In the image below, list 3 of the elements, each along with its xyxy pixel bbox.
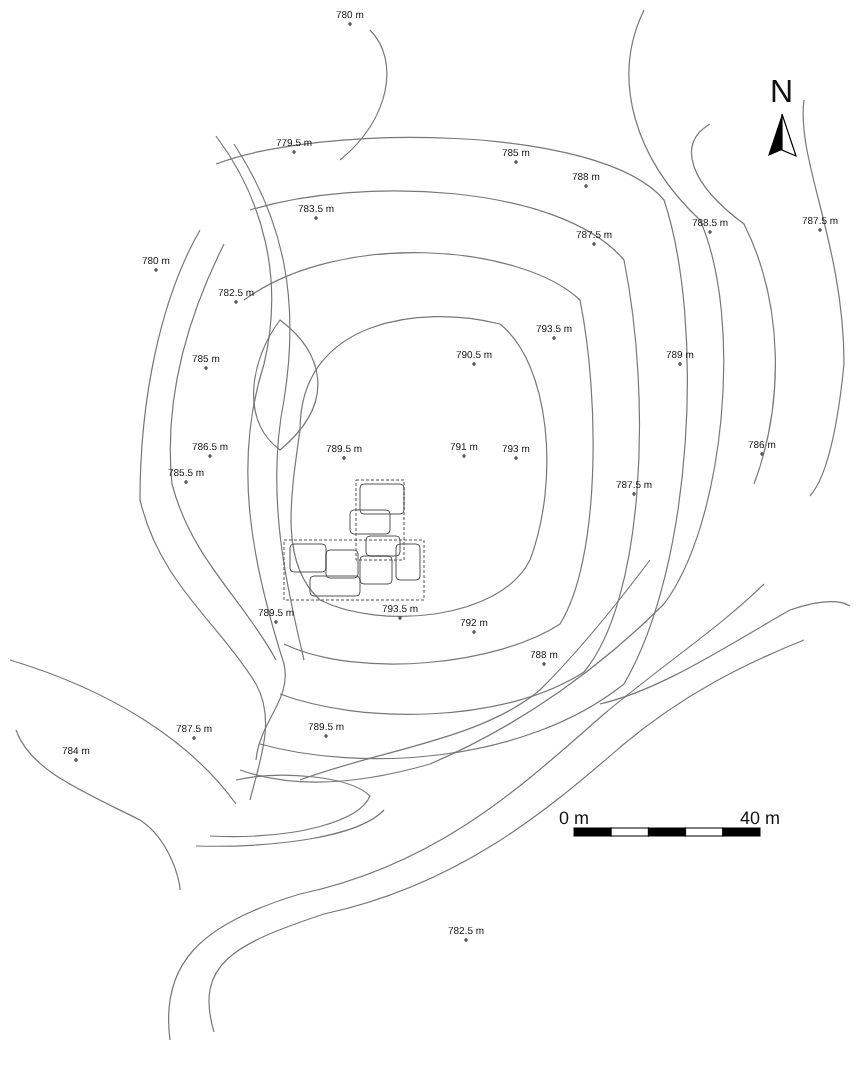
north-label: N [770,78,794,110]
scale-label: 40 m [740,808,781,828]
scale-label: 0 m [559,808,590,828]
